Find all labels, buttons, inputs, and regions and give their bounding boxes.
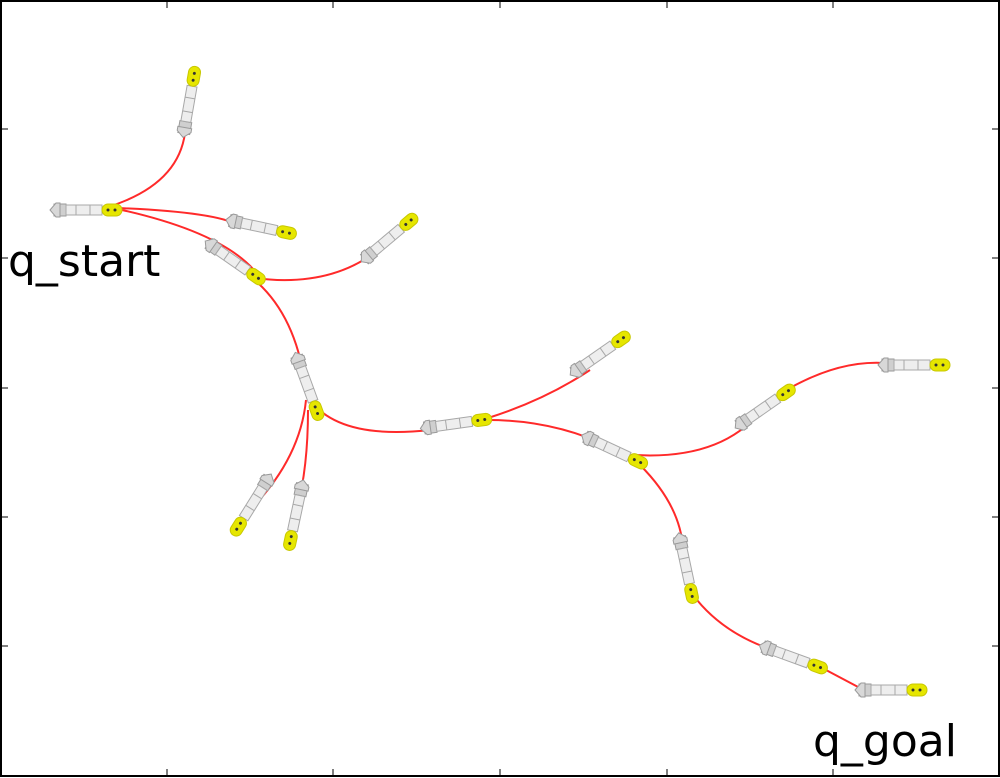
rocket-robot-icon [175,64,203,140]
rocket-robot-icon [565,327,634,382]
rocket-robot-icon [418,411,494,436]
edge [121,209,255,271]
edge [253,249,379,282]
rocket-robot-icon [671,530,702,606]
rocket-robot-icon [223,212,299,243]
edge [487,369,591,419]
rocket-robot-icon [49,202,123,218]
edge [309,399,431,433]
rocket-robot-icon [226,469,278,540]
edge [789,361,886,389]
rocket-robot-icon [877,357,951,373]
goal-label: q_goal [813,716,957,767]
rocket-robot-icon [756,638,830,678]
rocket-robot-icon [280,477,311,553]
edge [825,669,861,689]
rocket-robot-icon [578,428,651,473]
robot-nodes [49,64,951,698]
edge [117,207,239,226]
rocket-robot-icon [356,209,422,268]
rocket-robot-icon [200,234,269,289]
rocket-robot-icon [854,682,928,698]
start-label: q_start [8,236,160,287]
edge [107,132,186,208]
rocket-robot-icon [730,380,799,435]
